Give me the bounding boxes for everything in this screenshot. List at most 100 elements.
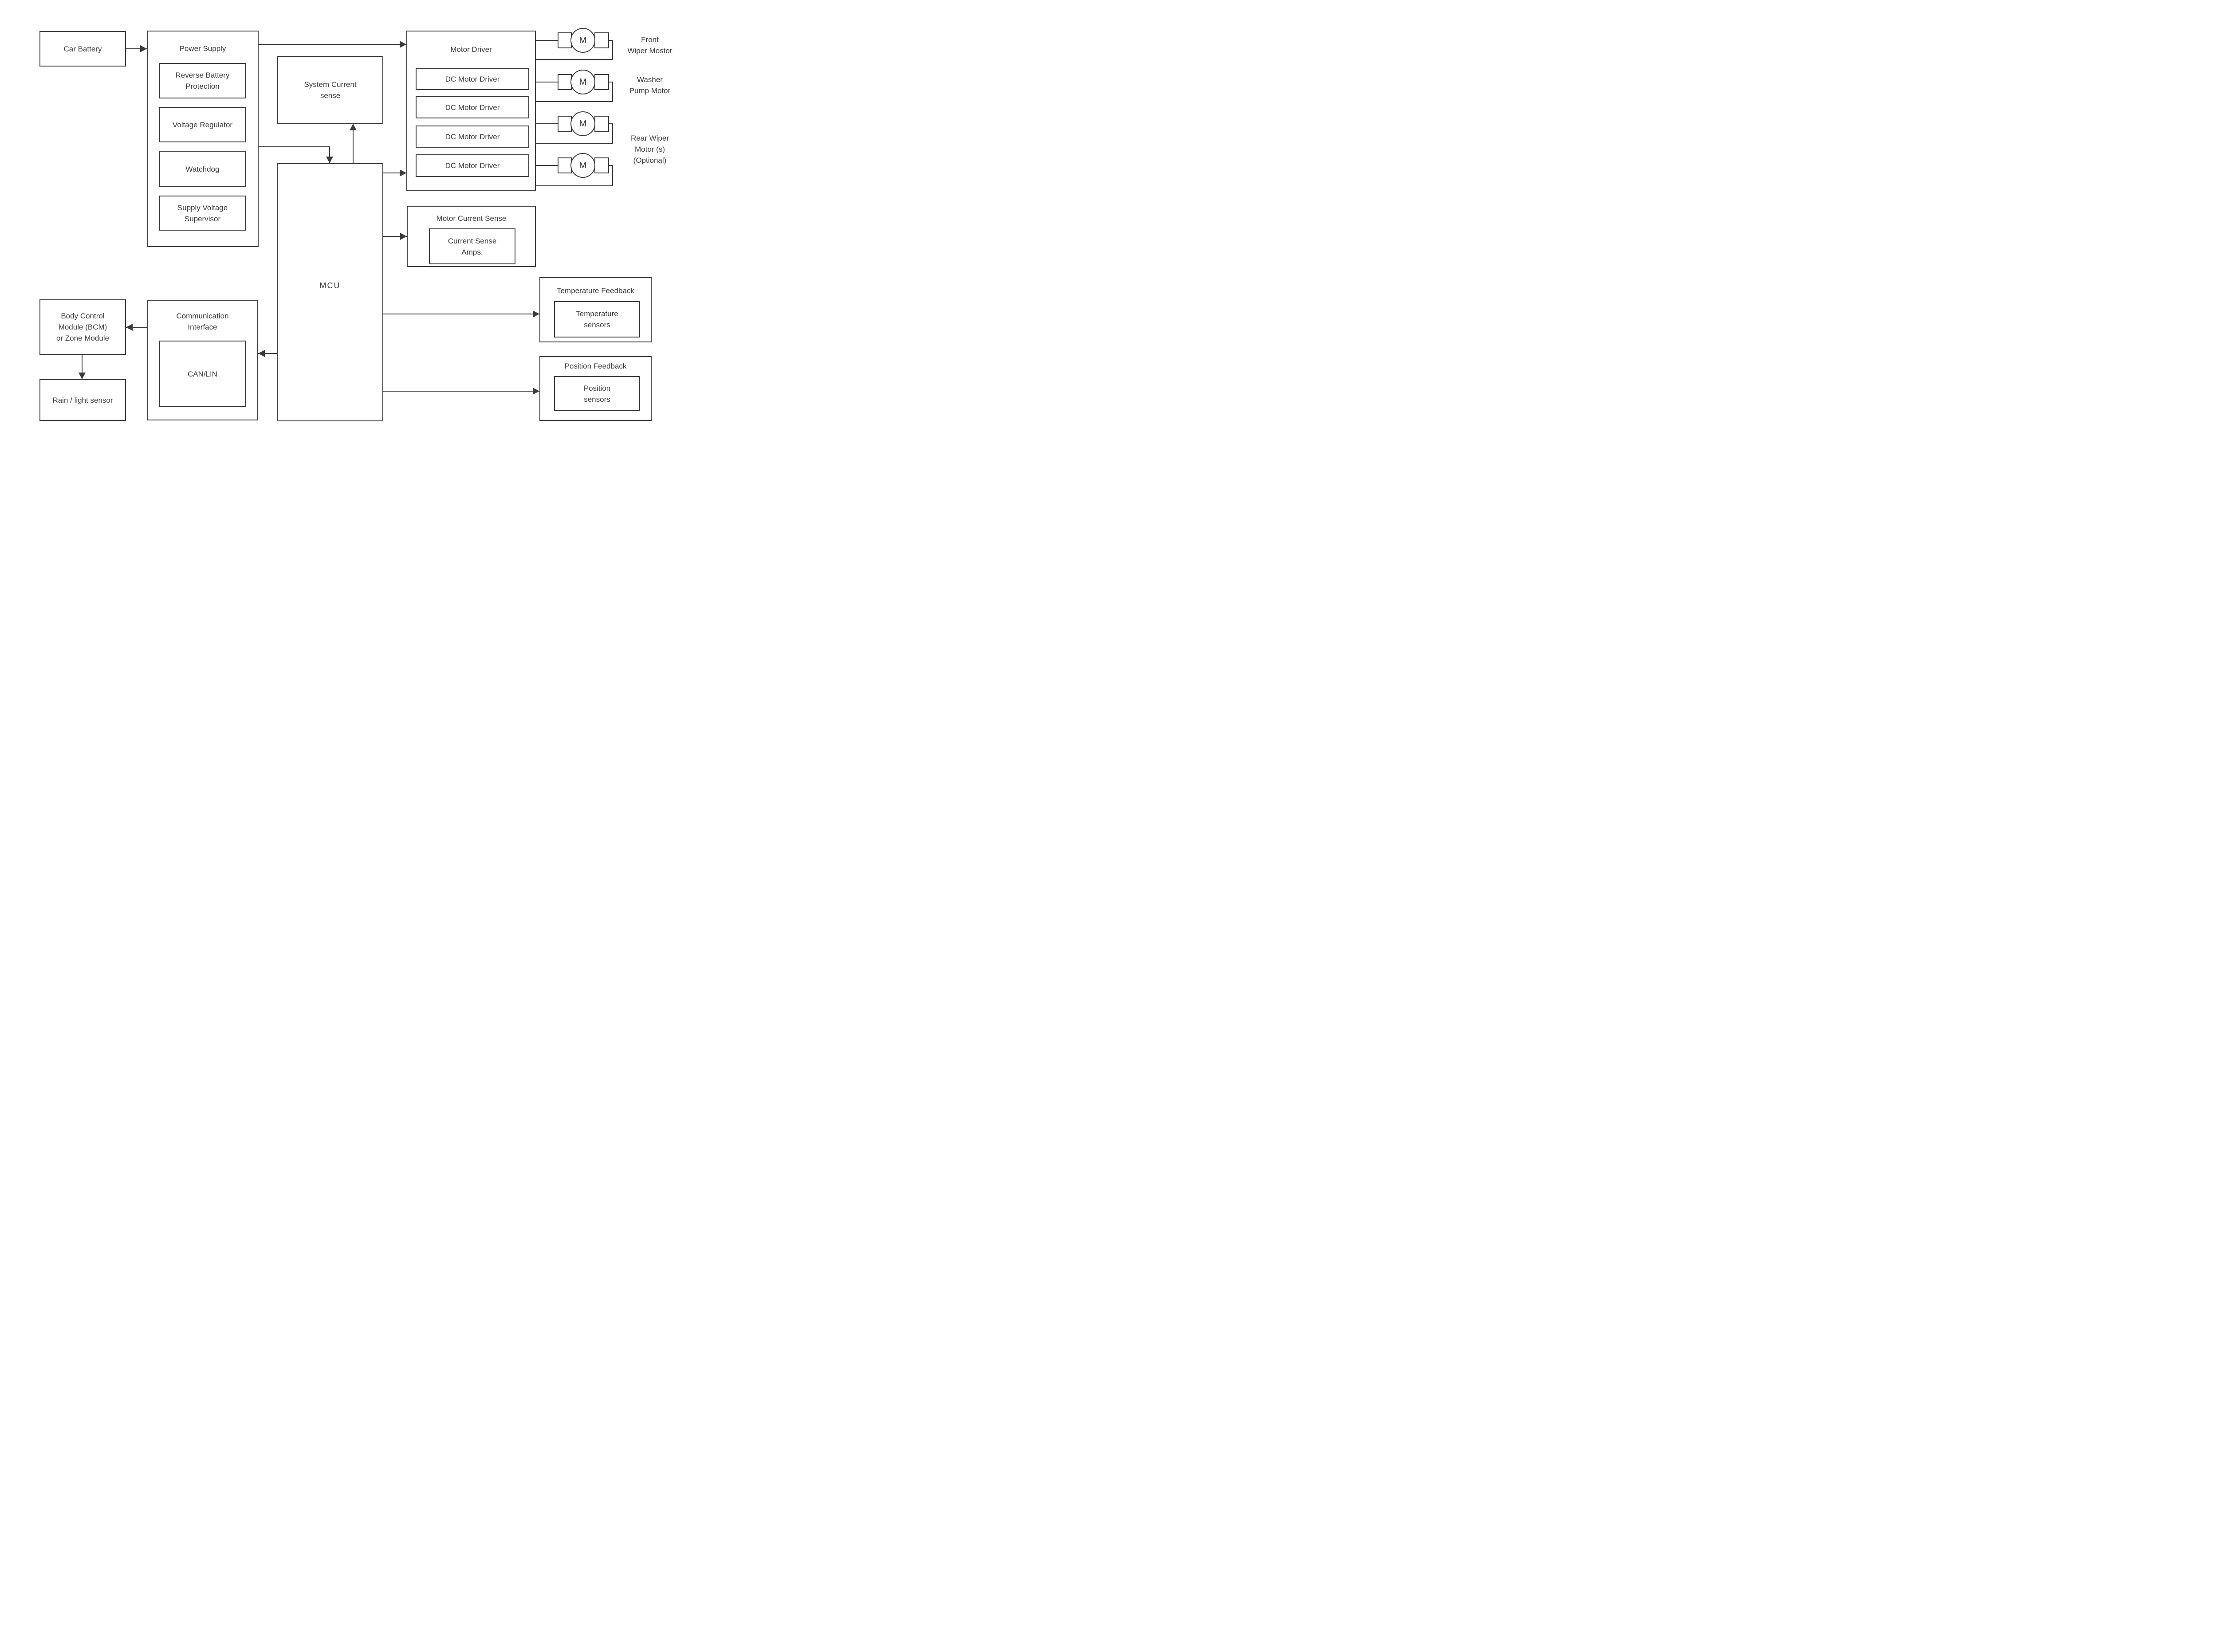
connector-communication-interface-to-bcm — [126, 327, 147, 328]
washer-pump-motor-icon: M — [570, 70, 595, 94]
reverse-battery-protection-block: Reverse Battery Protection — [159, 63, 246, 98]
connector-mcu-to-position-feedback — [383, 391, 539, 392]
power-supply-block: Power Supply Reverse Battery Protection … — [147, 31, 259, 247]
motor-wire — [536, 101, 613, 102]
washer-pump-motor-label: Washer Pump Motor — [629, 75, 671, 95]
wiper-system-block-diagram: Car Battery Power Supply Reverse Battery… — [0, 0, 696, 518]
dc-motor-driver-block: DC Motor Driver — [416, 68, 529, 90]
car-battery-label: Car Battery — [63, 44, 102, 53]
motor-terminal — [594, 157, 609, 173]
watchdog-label: Watchdog — [185, 165, 220, 173]
arrowhead-power-to-motor-driver — [400, 41, 406, 48]
motor-wire — [612, 165, 613, 186]
motor-wire — [536, 165, 558, 166]
arrowhead-mcu-to-motor-current-sense — [400, 233, 407, 240]
temperature-feedback-block: Temperature Feedback Temperature sensors — [539, 277, 652, 342]
can-lin-block: CAN/LIN — [159, 341, 246, 407]
motor-terminal — [594, 32, 609, 48]
supply-voltage-supervisor-label: Supply Voltage Supervisor — [177, 203, 228, 223]
rain-light-sensor-block: Rain / light sensor — [39, 379, 126, 421]
motor-terminal — [558, 116, 572, 132]
rear-wiper-motor-label: Rear Wiper Motor (s) (Optional) — [631, 134, 669, 165]
dc-motor-driver-label: DC Motor Driver — [445, 103, 500, 112]
motor-terminal — [558, 157, 572, 173]
dc-motor-driver-block: DC Motor Driver — [416, 96, 529, 118]
voltage-regulator-label: Voltage Regulator — [172, 120, 233, 129]
motor-wire — [536, 40, 558, 41]
car-battery-block: Car Battery — [39, 31, 126, 67]
rear-wiper-motor-icon: M — [570, 111, 595, 136]
motor-wire — [612, 40, 613, 60]
motor-wire — [612, 82, 613, 102]
arrowhead-mcu-to-communication-interface — [258, 350, 265, 357]
motor-symbol: M — [579, 35, 587, 45]
arrowhead-bcm-to-rain-sensor — [79, 373, 86, 379]
motor-driver-block: Motor Driver DC Motor Driver DC Motor Dr… — [406, 31, 536, 191]
connector-mcu-to-system-current-sense — [353, 124, 354, 163]
arrowhead-mcu-to-position-feedback — [533, 388, 539, 395]
position-feedback-block: Position Feedback Position sensors — [539, 356, 652, 421]
arrowhead-mcu-to-system-current-sense — [350, 124, 357, 130]
reverse-battery-protection-label: Reverse Battery Protection — [175, 71, 230, 90]
front-wiper-motor-label: Front Wiper Mostor — [627, 35, 672, 55]
motor-wire — [536, 185, 613, 186]
position-sensors-label: Position sensors — [583, 384, 611, 404]
supply-voltage-supervisor-block: Supply Voltage Supervisor — [159, 196, 246, 231]
arrowhead-battery-to-power — [140, 45, 147, 52]
motor-current-sense-block: Motor Current Sense Current Sense Amps. — [407, 206, 536, 267]
temperature-feedback-title: Temperature Feedback — [557, 286, 634, 295]
arrowhead-power-to-mcu — [326, 157, 333, 163]
connector-mcu-to-communication-interface — [258, 353, 277, 354]
motor-current-sense-title: Motor Current Sense — [436, 214, 507, 223]
rear-wiper-motor-icon: M — [570, 153, 595, 178]
dc-motor-driver-label: DC Motor Driver — [445, 132, 500, 141]
front-wiper-motor-icon: M — [570, 28, 595, 53]
body-control-module-block: Body Control Module (BCM) or Zone Module — [39, 299, 126, 355]
system-current-sense-label: System Current sense — [304, 80, 357, 100]
arrowhead-mcu-to-motor-driver — [400, 169, 406, 177]
motor-terminal — [594, 116, 609, 132]
voltage-regulator-block: Voltage Regulator — [159, 107, 246, 142]
watchdog-block: Watchdog — [159, 151, 246, 187]
position-sensors-block: Position sensors — [554, 376, 640, 411]
can-lin-label: CAN/LIN — [187, 369, 218, 378]
arrowhead-mcu-to-temperature-feedback — [533, 310, 539, 318]
motor-terminal — [558, 74, 572, 90]
motor-symbol: M — [579, 77, 587, 87]
communication-interface-title: Communication Interface — [176, 312, 229, 331]
dc-motor-driver-block: DC Motor Driver — [416, 126, 529, 148]
connector-power-to-mcu-v — [329, 146, 330, 163]
power-supply-title: Power Supply — [179, 44, 226, 53]
motor-wire — [536, 59, 613, 60]
dc-motor-driver-label: DC Motor Driver — [445, 161, 500, 170]
temperature-sensors-block: Temperature sensors — [554, 301, 640, 337]
motor-terminal — [594, 74, 609, 90]
connector-mcu-to-motor-current-sense — [383, 236, 407, 237]
mcu-label: MCU — [319, 281, 341, 290]
arrowhead-communication-interface-to-bcm — [126, 324, 133, 331]
current-sense-amps-label: Current Sense Amps. — [448, 236, 497, 256]
temperature-sensors-label: Temperature sensors — [576, 310, 618, 329]
motor-driver-title: Motor Driver — [450, 45, 492, 54]
dc-motor-driver-label: DC Motor Driver — [445, 75, 500, 83]
motor-symbol: M — [579, 118, 587, 129]
motor-wire — [536, 143, 613, 144]
motor-wire — [612, 123, 613, 144]
motor-symbol: M — [579, 160, 587, 170]
motor-terminal — [558, 32, 572, 48]
current-sense-amps-block: Current Sense Amps. — [429, 228, 515, 264]
position-feedback-title: Position Feedback — [564, 362, 627, 370]
communication-interface-block: Communication Interface CAN/LIN — [147, 300, 258, 420]
rain-light-sensor-label: Rain / light sensor — [52, 396, 113, 404]
connector-battery-to-power — [126, 48, 147, 49]
motor-wire — [609, 165, 613, 166]
connector-bcm-to-rain-sensor — [82, 355, 83, 379]
motor-wire — [536, 123, 558, 124]
connector-power-to-mcu-h — [259, 146, 330, 147]
mcu-block: MCU — [277, 163, 383, 421]
motor-wire — [609, 40, 613, 41]
body-control-module-label: Body Control Module (BCM) or Zone Module — [56, 312, 110, 342]
connector-power-to-motor-driver — [259, 44, 406, 45]
dc-motor-driver-block: DC Motor Driver — [416, 154, 529, 177]
motor-wire — [609, 123, 613, 124]
